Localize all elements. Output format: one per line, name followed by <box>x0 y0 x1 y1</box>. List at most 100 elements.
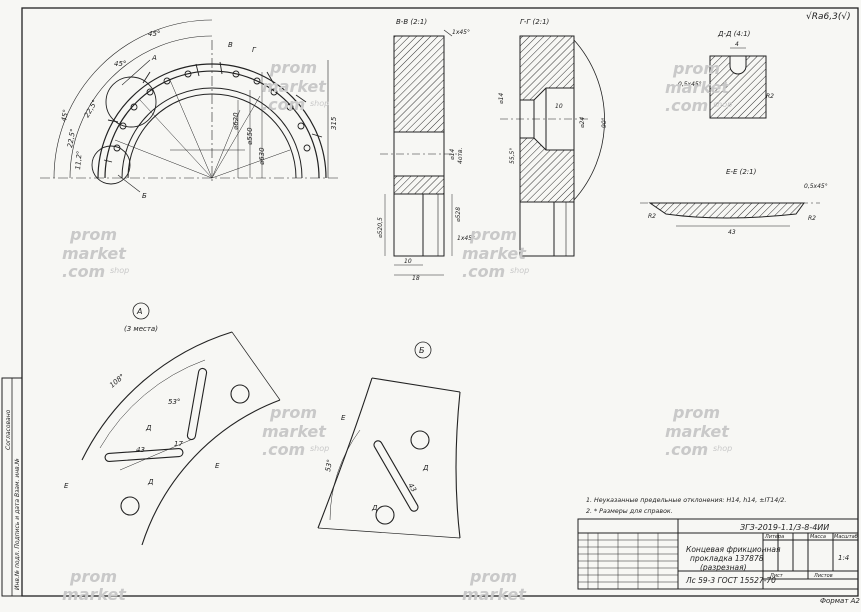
wm3-l3: .com <box>62 262 105 281</box>
watermark-2: prom market .com shop <box>665 59 732 115</box>
dim-vv-w18: 18 <box>412 275 420 282</box>
dim-a-17: 17 <box>174 440 183 448</box>
stamp-designation: ЗГЗ-2019-1.1/3-8-4ИИ <box>740 523 829 532</box>
wm6-shop: shop <box>713 444 732 453</box>
note-1: 1. Неуказанные предельные отклонения: Н1… <box>586 497 786 504</box>
wm8-l1: prom <box>469 567 517 586</box>
wm2-l3: .com <box>665 96 708 115</box>
marker-g: Г <box>252 46 257 54</box>
marker-a-d1: Д <box>145 424 152 432</box>
marker-a-e1: Е <box>215 462 220 470</box>
dim-d630: ⌀630 <box>258 147 266 165</box>
dim-angle-225-a: 22,5° <box>83 98 99 119</box>
dim-vv-d5205: ⌀520,5 <box>377 217 384 238</box>
dim-ee-r2b: R2 <box>808 215 816 222</box>
dim-angle-225-b: 22,5° <box>66 128 77 148</box>
detail-a-letter: А <box>136 307 142 316</box>
dim-ee-r2: R2 <box>648 213 656 220</box>
drawing-frame <box>21 7 859 597</box>
wm2-l2: market <box>665 78 730 97</box>
detail-a-note: (3 места) <box>124 325 158 333</box>
main-arc-holes <box>103 61 323 163</box>
wm4-shop: shop <box>510 266 529 275</box>
wm4-l2: market <box>462 244 527 263</box>
watermark-7: prom market <box>62 567 127 604</box>
stamp-col-massa: Масса <box>810 534 826 540</box>
dim-gg-d14: ⌀14 <box>498 93 505 104</box>
section-vv <box>380 29 458 276</box>
wm6-l2: market <box>665 422 730 441</box>
marker-a-d2: Д <box>147 478 154 486</box>
dim-d620: ⌀620 <box>232 112 240 130</box>
dim-r315: 315 <box>330 116 338 130</box>
note-2: 2. * Размеры для справок. <box>586 508 673 515</box>
dim-gg-90: 90° <box>601 117 608 128</box>
wm1-shop: shop <box>310 99 329 108</box>
dim-angle-112: 11,2° <box>74 150 84 170</box>
side-label-agreed: Согласовано <box>5 409 12 450</box>
marker-b-callout: Б <box>142 192 147 200</box>
main-arc-view <box>40 19 340 193</box>
dim-angle-45-left: 45° <box>60 109 70 123</box>
marker-a-e2: Е <box>64 482 69 490</box>
section-title-ee: Е-Е (2:1) <box>726 168 757 176</box>
stamp-scale: 1:4 <box>838 554 849 562</box>
detail-b-circle <box>414 341 432 359</box>
dim-a-43: 43 <box>136 446 145 454</box>
dim-vv-d14: ⌀14 <box>449 149 456 160</box>
wm1-l1: prom <box>269 58 317 77</box>
marker-v: В <box>228 41 233 49</box>
roughness-symbol: √Ra6,3(√) <box>806 11 851 22</box>
dim-gg-d24: ⌀24 <box>579 117 586 128</box>
dim-vv-chamfer-2: 1х45° <box>457 235 475 242</box>
dim-angle-45-top: 45° <box>148 30 160 38</box>
wm5-shop: shop <box>310 444 329 453</box>
dim-vv-d14-holes: 4отв. <box>457 147 464 164</box>
stamp-material: Лс 59-3 ГОСТ 15527-70 <box>685 576 776 585</box>
wm2-shop: shop <box>713 100 732 109</box>
dim-vv-d528: ⌀528 <box>455 207 462 222</box>
marker-b-d1: Д <box>422 464 429 472</box>
wm1-l3: .com <box>262 95 305 114</box>
wm5-l2: market <box>262 422 327 441</box>
stamp-listov: Листов <box>813 573 833 579</box>
stamp-title-1: Концевая фрикционная <box>686 545 781 554</box>
wm4-l1: prom <box>469 225 517 244</box>
detail-b-view <box>317 377 461 539</box>
watermark-5: prom market .com shop <box>262 403 329 459</box>
section-title-gg: Г-Г (2:1) <box>520 18 550 26</box>
wm4-l3: .com <box>462 262 505 281</box>
detail-a-view <box>81 331 281 546</box>
dim-angle-45-mid: 45° <box>114 60 126 68</box>
dim-vv-chamfer: 1х45° <box>452 29 470 36</box>
dim-gg-55: 55,5° <box>509 148 516 164</box>
stamp-title-2: прокладка 137878 <box>690 554 764 563</box>
marker-b-d2: Д <box>371 504 378 512</box>
wm6-l1: prom <box>672 403 720 422</box>
dim-dd-r2: R2 <box>766 93 774 100</box>
wm7-l1: prom <box>69 567 117 586</box>
watermark-4: prom market .com shop <box>462 225 529 281</box>
detail-a-circle <box>132 302 150 320</box>
wm5-l3: .com <box>262 440 305 459</box>
wm1-l2: market <box>262 77 327 96</box>
watermark-6: prom market .com shop <box>665 403 732 459</box>
detail-b-letter: Б <box>419 346 425 355</box>
watermark-8: prom market <box>462 567 527 604</box>
watermark-3: prom market .com shop <box>62 225 129 281</box>
dim-dd-chamfer: 0,5х45° <box>678 81 702 88</box>
wm6-l3: .com <box>665 440 708 459</box>
dim-a-108: 108° <box>108 373 126 390</box>
section-dd <box>709 47 767 119</box>
watermark-1: prom market .com shop <box>262 58 329 114</box>
wm2-l1: prom <box>672 59 720 78</box>
dim-dd-4: 4 <box>735 41 739 48</box>
wm3-l1: prom <box>69 225 117 244</box>
stamp-col-litera: Литера <box>764 534 784 540</box>
dim-vv-w10: 10 <box>404 258 412 265</box>
stamp-title-3: (разрезная) <box>700 563 747 572</box>
dim-b-43: 43 <box>406 482 418 494</box>
wm7-l2: market <box>62 585 127 604</box>
